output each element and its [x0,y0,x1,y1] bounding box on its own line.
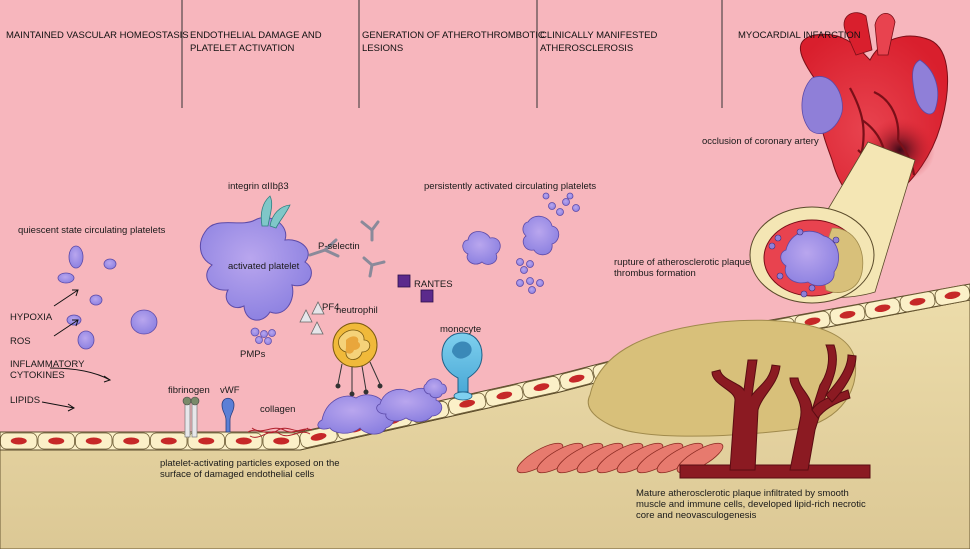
endothelial-nucleus [310,433,327,441]
endothelial-nucleus [496,391,513,400]
endothelial-nucleus [459,399,475,408]
endothelial-nucleus [944,291,961,299]
stage-title-4-line-1: CLINICALLY MANIFESTED [540,30,658,41]
label-neutrophil: neutrophil [336,305,378,316]
endothelial-nucleus [198,437,215,445]
coronary-cross-section [749,141,916,304]
label-mature-plaque: Mature atherosclerotic plaque infiltrate… [636,488,866,521]
stage-title-3: GENERATION OF ATHEROTHROMBOTIC LESIONS [362,30,547,54]
quiescent-platelets [57,245,158,350]
endothelial-nucleus [273,437,290,445]
endothelial-nucleus [839,311,856,319]
endothelial-nucleus [235,437,252,445]
monocyte-cell [441,332,483,401]
stage-title-2-line-2: PLATELET ACTIVATION [190,43,294,54]
endothelial-nucleus [909,298,926,306]
stage-title-3-line-2: LESIONS [362,43,403,54]
endothelial-nucleus [123,437,140,445]
label-collagen: collagen [260,404,296,415]
rantes-squares [397,274,434,303]
stage-dividers [181,0,723,108]
fibrinogen-receptor [182,396,200,438]
pmp-particles [250,327,276,345]
pf4-triangles [299,301,325,335]
persistent-platelets [462,192,580,294]
label-hypoxia: HYPOXIA [10,312,53,323]
label-lipids: LIPIDS [10,395,41,406]
label-vwf: vWF [220,385,240,396]
endothelial-nucleus [160,437,177,445]
label-integrin: integrin αIIbβ3 [228,181,289,192]
label-rupture: rupture of atherosclerotic plaque thromb… [614,257,751,279]
stage-title-3-line-1: GENERATION OF ATHEROTHROMBOTIC [362,30,545,41]
endothelial-nucleus [874,304,891,312]
label-pmps: PMPs [240,349,266,360]
label-inflammatory-cytokines: INFLAMMATORY CYTOKINES [10,359,85,381]
p-selectin-shapes [308,220,386,278]
stage-title-4-line-2: ATHEROSCLEROSIS [540,43,633,54]
endothelial-nucleus [48,437,65,445]
label-occlusion: occlusion of coronary artery [702,136,819,147]
vwf-factor [221,397,235,433]
stage-title-5: MYOCARDIAL INFARCTION [738,30,861,41]
label-monocyte: monocyte [440,324,482,335]
stage-title-2-line-1: ENDOTHELIAL DAMAGE AND [190,30,322,41]
label-quiescent-platelets: quiescent state circulating platelets [18,225,166,236]
label-pf4: PF4 [322,302,340,313]
stage-title-4: CLINICALLY MANIFESTED ATHEROSCLEROSIS [540,30,660,54]
label-p-selectin: P-selectin [318,241,360,252]
endothelial-nucleus [804,317,821,325]
endothelial-nucleus [85,437,102,445]
label-persistent-platelets: persistently activated circulating plate… [424,181,597,192]
endothelial-nucleus [568,374,585,383]
endothelial-nucleus [10,437,27,445]
stage-title-1: MAINTAINED VASCULAR HOMEOSTASIS [6,30,189,41]
label-activating-particles: platelet-activating particles exposed on… [160,458,340,480]
integrin-receptor [260,195,291,229]
label-rantes: RANTES [414,279,453,290]
endothelial-nucleus [533,383,550,391]
stimulus-arrows [41,289,112,412]
collagen-fibers [247,427,313,438]
neovessels [679,344,871,479]
label-fibrinogen: fibrinogen [168,385,210,396]
label-ros: ROS [10,336,31,347]
stage-title-2: ENDOTHELIAL DAMAGE AND PLATELET ACTIVATI… [190,30,324,54]
neutrophil-cell [332,322,383,397]
adherent-platelets [317,378,447,435]
label-activated-platelet: activated platelet [228,261,300,272]
